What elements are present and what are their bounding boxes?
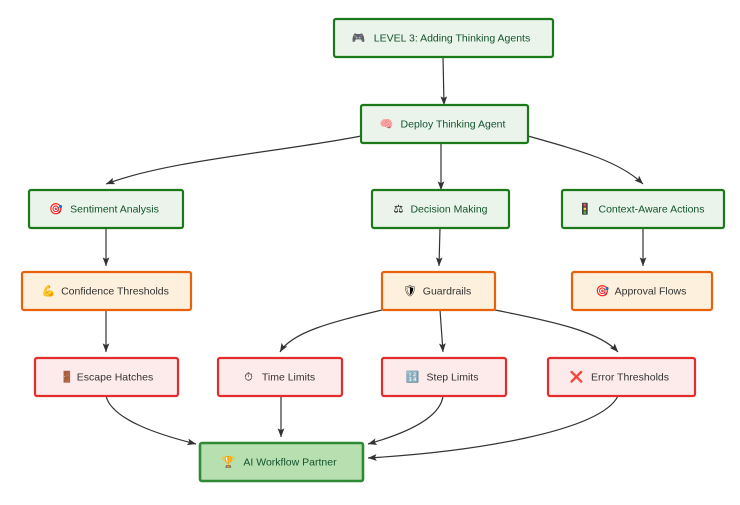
node-label-deploy: Deploy Thinking Agent (401, 118, 506, 130)
edge-level3-to-deploy (440, 56, 448, 106)
node-box-time[interactable] (216, 356, 344, 398)
node-decision[interactable]: ⚖ Decision Making (370, 188, 511, 230)
node-label-time: Time Limits (262, 371, 315, 383)
node-label-decision: Decision Making (410, 203, 487, 215)
edge-decision-to-guardrails (435, 227, 443, 267)
node-label-step: Step Limits (427, 371, 479, 383)
edge-deploy-to-sentiment (105, 135, 362, 185)
trophy-icon: 🏆 (222, 456, 236, 469)
node-box-sentiment[interactable] (27, 188, 185, 230)
node-approval[interactable]: 🎯 Approval Flows (570, 270, 714, 312)
node-context[interactable]: 🚦 Context-Aware Actions (560, 188, 726, 230)
node-label-sentiment: Sentiment Analysis (70, 203, 159, 215)
node-box-context[interactable] (560, 188, 726, 230)
node-box-confidence[interactable] (20, 270, 193, 312)
edge-step-to-partner (367, 395, 444, 445)
node-label-approval: Approval Flows (615, 285, 687, 297)
edge-guardrails-to-step (439, 309, 446, 353)
cross-mark-icon: ❌ (570, 371, 584, 384)
flexed-biceps-icon: 💪 (41, 285, 55, 298)
node-box-deploy[interactable] (359, 103, 530, 145)
edge-escape-to-partner (105, 395, 197, 446)
edge-deploy-to-context (527, 135, 644, 185)
node-label-partner: AI Workflow Partner (243, 456, 337, 468)
nodes-layer: 🎮 LEVEL 3: Adding Thinking Agents 🧠 Deploy … (20, 17, 726, 483)
node-time[interactable]: ⏱ Time Limits (216, 356, 344, 398)
edge-error-to-partner (367, 395, 619, 461)
node-label-level3: LEVEL 3: Adding Thinking Agents (374, 32, 530, 44)
shield-icon: 🛡 (403, 285, 417, 298)
node-label-error: Error Thresholds (591, 371, 669, 383)
stopwatch-icon: ⏱ (244, 371, 253, 384)
node-escape[interactable]: 🚪Escape Hatches (33, 356, 180, 398)
node-box-level3[interactable] (332, 17, 555, 59)
node-deploy[interactable]: 🧠 Deploy Thinking Agent (359, 103, 530, 145)
node-box-partner[interactable] (198, 441, 365, 483)
edge-guardrails-to-time (279, 309, 383, 353)
node-confidence[interactable]: 💪 Confidence Thresholds (20, 270, 193, 312)
video-game-icon: 🎮 (352, 32, 366, 45)
node-label-confidence: Confidence Thresholds (61, 285, 169, 297)
node-box-escape[interactable] (33, 356, 180, 398)
target-icon: 🎯 (596, 285, 610, 298)
target-icon: 🎯 (49, 203, 63, 216)
node-box-error[interactable] (546, 356, 697, 398)
door-icon: 🚪 (60, 371, 74, 384)
node-error[interactable]: ❌ Error Thresholds (546, 356, 697, 398)
node-label-escape: Escape Hatches (77, 371, 153, 383)
node-guardrails[interactable]: 🛡 Guardrails (380, 270, 497, 312)
node-box-approval[interactable] (570, 270, 714, 312)
node-partner[interactable]: 🏆 AI Workflow Partner (198, 441, 365, 483)
node-label-guardrails: Guardrails (423, 285, 471, 297)
node-sentiment[interactable]: 🎯 Sentiment Analysis (27, 188, 185, 230)
balance-scale-icon: ⚖ (393, 203, 403, 216)
traffic-light-icon: 🚦 (578, 203, 592, 216)
brain-icon: 🧠 (379, 118, 393, 131)
node-step[interactable]: 🔢 Step Limits (380, 356, 508, 398)
node-label-context: Context-Aware Actions (598, 203, 704, 215)
input-numbers-icon: 🔢 (406, 371, 420, 384)
edge-guardrails-to-error (494, 309, 619, 353)
node-box-step[interactable] (380, 356, 508, 398)
edges-layer (102, 56, 647, 461)
node-level3[interactable]: 🎮 LEVEL 3: Adding Thinking Agents (332, 17, 555, 59)
node-box-guardrails[interactable] (380, 270, 497, 312)
node-box-decision[interactable] (370, 188, 511, 230)
